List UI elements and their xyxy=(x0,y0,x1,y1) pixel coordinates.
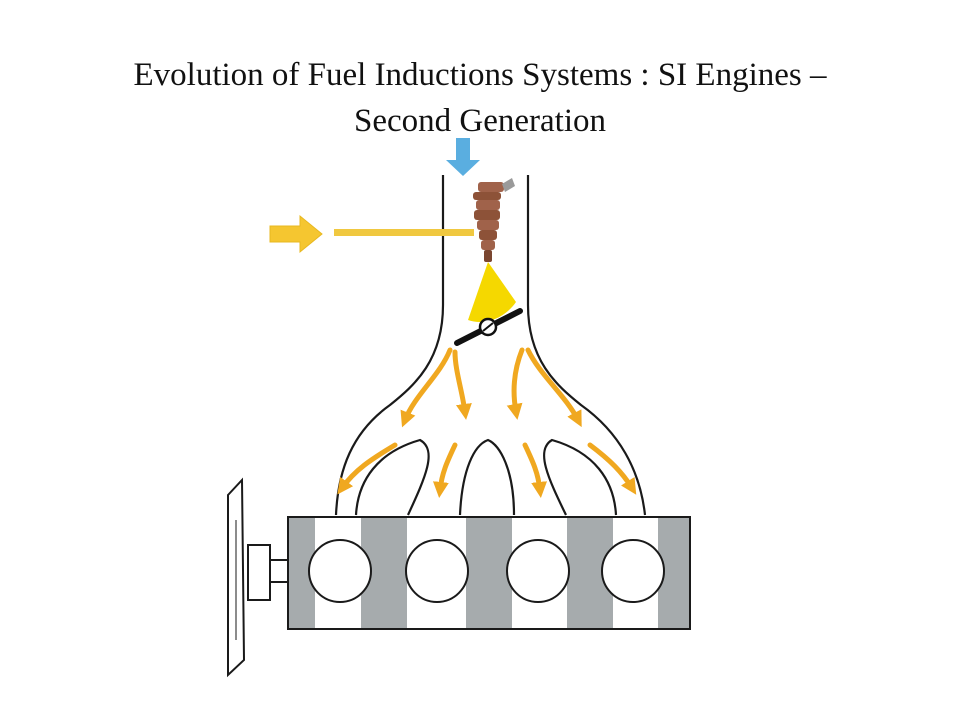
flow-arrow xyxy=(337,442,398,495)
cylinder xyxy=(601,539,665,603)
flow-arrow xyxy=(587,442,637,495)
cylinder xyxy=(308,539,372,603)
cylinder xyxy=(506,539,570,603)
throttle-valve-icon xyxy=(454,308,523,346)
flow-arrow xyxy=(432,442,458,498)
flow-arrow xyxy=(400,347,453,428)
flow-arrow xyxy=(452,349,472,420)
title-line-2: Second Generation xyxy=(354,103,606,139)
flow-arrow xyxy=(525,347,582,428)
flow-arrow xyxy=(522,442,548,498)
flow-arrow xyxy=(506,347,525,420)
mixture-flow-arrows xyxy=(337,347,637,498)
page-title: Evolution of Fuel Inductions Systems : S… xyxy=(0,52,960,144)
cylinder xyxy=(405,539,469,603)
fuel-spray-icon xyxy=(468,262,516,322)
pulley-icon xyxy=(227,477,289,678)
intake-manifold xyxy=(334,175,647,516)
block-segment xyxy=(466,518,512,628)
fuel-injector-icon xyxy=(473,178,515,262)
title-line-1: Evolution of Fuel Inductions Systems : S… xyxy=(133,57,827,93)
engine-block xyxy=(287,516,691,630)
air-inlet-arrow-icon xyxy=(446,138,480,176)
fuel-feed-arrow-icon xyxy=(269,214,474,254)
